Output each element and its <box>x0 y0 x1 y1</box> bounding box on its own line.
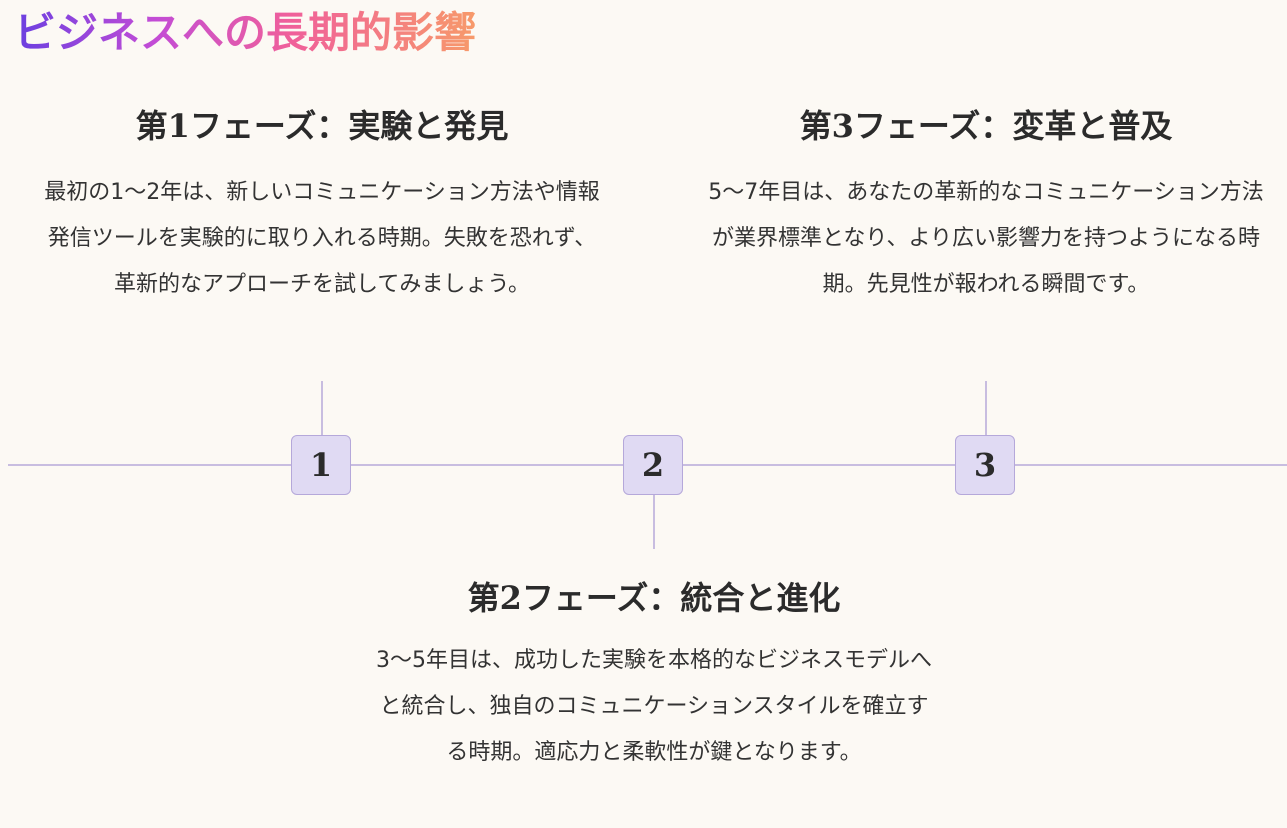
phase-2-title: 第2フェーズ：統合と進化 <box>467 579 841 617</box>
phase-3-marker[interactable]: 3 <box>955 435 1015 495</box>
phase-3-description: 5〜7年目は、あなたの革新的なコミュニケーション方法が業界標準となり、より広い影… <box>708 180 1264 297</box>
phase-1-title: 第1フェーズ：実験と発見 <box>135 107 509 145</box>
phase-2-connector <box>653 495 655 549</box>
phase-3-block: 第3フェーズ：変革と普及 5〜7年目は、あなたの革新的なコミュニケーション方法が… <box>696 104 1276 308</box>
phase-1-block: 第1フェーズ：実験と発見 最初の1〜2年は、新しいコミュニケーション方法や情報発… <box>32 104 612 308</box>
phase-3-title: 第3フェーズ：変革と普及 <box>799 107 1173 145</box>
page-title: ビジネスへの長期的影響 <box>14 4 476 62</box>
phase-2-block: 第2フェーズ：統合と進化 3〜5年目は、成功した実験を本格的なビジネスモデルへと… <box>364 576 944 776</box>
phase-3-connector <box>985 381 987 435</box>
phase-1-description: 最初の1〜2年は、新しいコミュニケーション方法や情報発信ツールを実験的に取り入れ… <box>44 180 600 297</box>
phase-2-marker[interactable]: 2 <box>623 435 683 495</box>
phase-2-description: 3〜5年目は、成功した実験を本格的なビジネスモデルへと統合し、独自のコミュニケー… <box>376 648 932 765</box>
phase-1-connector <box>321 381 323 435</box>
phase-1-marker[interactable]: 1 <box>291 435 351 495</box>
